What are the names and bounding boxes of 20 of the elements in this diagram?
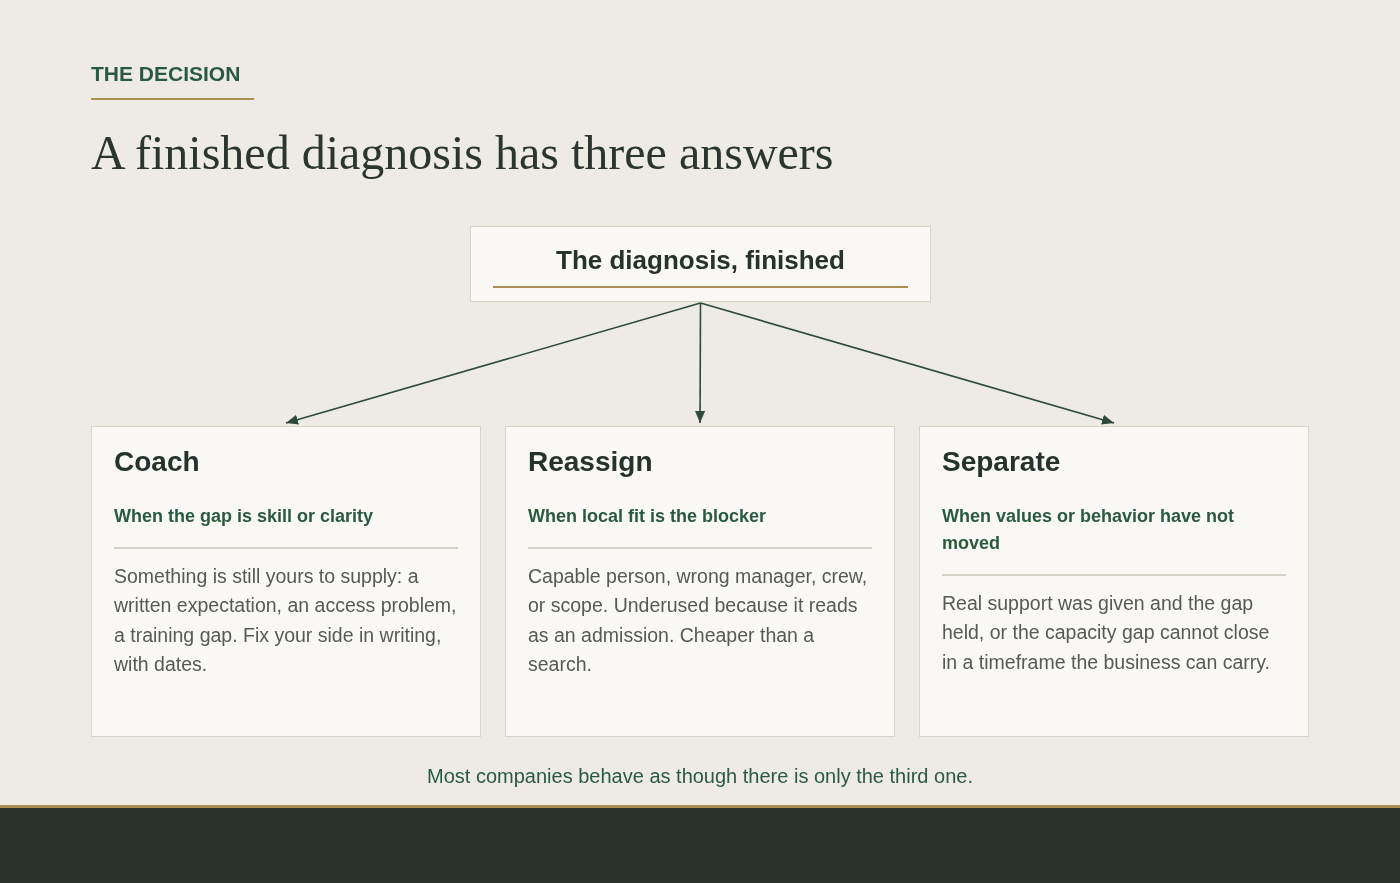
root-heading: The diagnosis, finished: [556, 244, 845, 277]
section-kicker: THE DECISION: [91, 61, 241, 87]
option-card: [505, 426, 895, 737]
root-box: [470, 226, 931, 302]
arrow: [285, 302, 702, 425]
card-heading: Coach: [114, 445, 200, 479]
card-subheading: When the gap is skill or clarity: [114, 505, 375, 528]
card-subheading: When local fit is the blocker: [528, 505, 768, 528]
card-subheading: When values or behavior have not moved: [942, 505, 1236, 555]
arrow: [695, 302, 706, 424]
closing-note: Most companies behave as though there is only the third one.: [427, 765, 973, 787]
option-card: [919, 426, 1309, 737]
card-heading: Reassign: [528, 445, 653, 479]
page-title: A finished diagnosis has three answers: [91, 125, 834, 181]
card-heading: Separate: [942, 445, 1061, 479]
card-description: Real support was given and the gap held, or the capacity gap cannot close in a timeframe the business can carry.: [942, 590, 1272, 675]
card-description: Capable person, wrong manager, crew, or scope. Underused because it reads as an admission. Cheaper than a search.: [528, 563, 869, 677]
arrow: [699, 302, 1115, 425]
option-card: [91, 426, 481, 737]
card-description: Something is still yours to supply: a written expectation, an access problem, a training gap. Fix your side in writing, with dates.: [114, 563, 458, 677]
